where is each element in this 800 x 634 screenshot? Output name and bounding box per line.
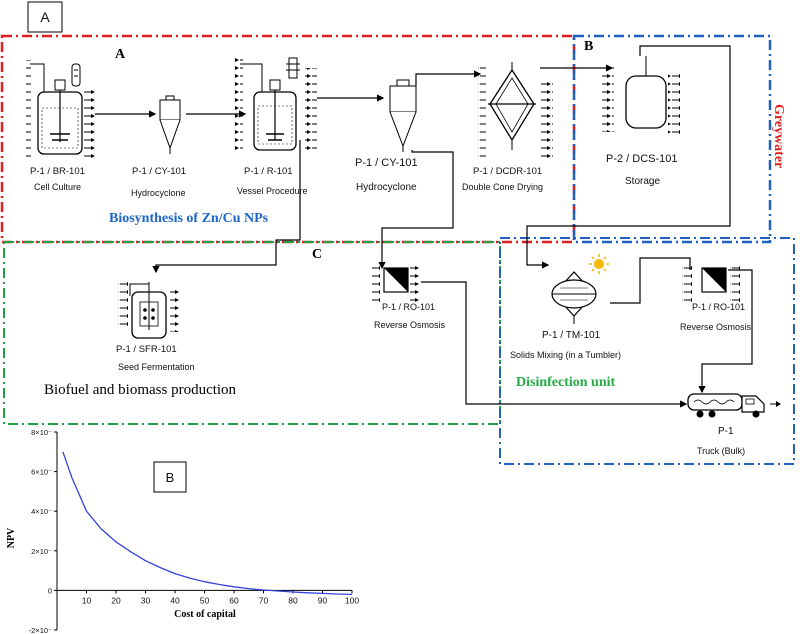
y-tick-label: 0 <box>48 586 52 595</box>
section-d-box <box>499 237 795 465</box>
unit-id: P-1 / BR-101 <box>30 166 85 177</box>
x-tick-label: 50 <box>200 595 210 605</box>
unit-name: Reverse Osmosis <box>680 322 752 332</box>
unit-name: Vessel Procedure <box>237 186 308 196</box>
truck-icon <box>687 393 781 418</box>
hydrocyclone-icon <box>389 79 417 152</box>
unit-name: Cell Culture <box>34 182 81 192</box>
unit-id: P-1 / RO-101 <box>382 302 435 312</box>
x-axis-label: Cost of capital <box>174 609 236 620</box>
reverse-osmosis-icon <box>682 262 740 302</box>
y-tick-label: -2×10⁻ <box>29 626 52 634</box>
x-tick-label: 90 <box>318 595 328 605</box>
section-b-label: B <box>584 39 593 54</box>
unit-name: Reverse Osmosis <box>374 320 446 330</box>
panel-label-box-b <box>153 461 187 493</box>
section-c-label: C <box>312 247 322 262</box>
x-tick-label: 10 <box>82 595 92 605</box>
unit-id: P-2 / DCS-101 <box>606 153 678 165</box>
npv-series-line <box>62 451 353 596</box>
unit-id: P-1 <box>718 426 734 437</box>
npv-chart: B 10 20 30 40 50 60 70 80 90 100 -2×10⁻ 0 2×10⁻ 4×10⁻… <box>6 428 359 634</box>
unit-id: P-1 / TM-101 <box>542 330 601 341</box>
unit-name: Hydrocyclone <box>131 188 186 198</box>
x-tick-label: 20 <box>111 595 121 605</box>
unit-id: P-1 / DCDR-101 <box>473 166 542 177</box>
y-tick-label: 4×10⁻ <box>31 507 52 516</box>
tumbler-mixer-icon <box>551 271 597 324</box>
x-tick-label: 80 <box>288 595 298 605</box>
unit-id: P-1 / RO-101 <box>692 302 745 312</box>
x-tick-label: 70 <box>259 595 269 605</box>
unit-name: Double Cone Drying <box>462 182 543 192</box>
section-a-label: A <box>115 47 126 62</box>
section-a-caption: Biosynthesis of Zn/Cu NPs <box>109 211 269 226</box>
unit-id: P-1 / SFR-101 <box>116 344 177 355</box>
unit-name: Hydrocyclone <box>356 182 417 193</box>
unit-name: Solids Mixing (in a Tumbler) <box>510 350 621 360</box>
panel-label-b: B <box>166 470 175 485</box>
y-tick-label: 8×10⁻ <box>31 428 52 437</box>
reverse-osmosis-icon <box>372 262 420 306</box>
panel-label-box-a <box>27 1 63 33</box>
section-d-caption: Disinfection unit <box>516 375 616 390</box>
unit-name: Truck (Bulk) <box>697 446 745 456</box>
section-c-caption: Biofuel and biomass production <box>44 382 237 398</box>
y-axis-label: NPV <box>6 527 17 548</box>
hydrocyclone-icon <box>159 95 181 154</box>
greywater-label: Greywater <box>771 104 786 168</box>
section-b-box <box>572 34 772 244</box>
bioreactor-icon <box>26 60 96 160</box>
unit-id: P-1 / CY-101 <box>132 166 186 177</box>
reactor-vessel-icon <box>235 57 317 152</box>
storage-tank-icon <box>602 56 680 134</box>
unit-id: P-1 / R-101 <box>244 166 293 177</box>
y-tick-label: 2×10⁻ <box>31 547 52 556</box>
unit-name: Storage <box>625 176 660 187</box>
unit-id: P-1 / CY-101 <box>355 157 418 169</box>
double-cone-dryer-icon <box>478 62 553 158</box>
panel-label-a: A <box>40 9 50 25</box>
y-tick-label: 6×10⁻ <box>31 468 52 477</box>
x-tick-label: 30 <box>141 595 151 605</box>
sun-icon <box>589 254 609 274</box>
seed-fermentor-icon <box>118 280 180 339</box>
unit-name: Seed Fermentation <box>118 362 195 372</box>
x-tick-label: 60 <box>229 595 239 605</box>
x-tick-label: 100 <box>345 595 359 605</box>
x-tick-label: 40 <box>170 595 180 605</box>
